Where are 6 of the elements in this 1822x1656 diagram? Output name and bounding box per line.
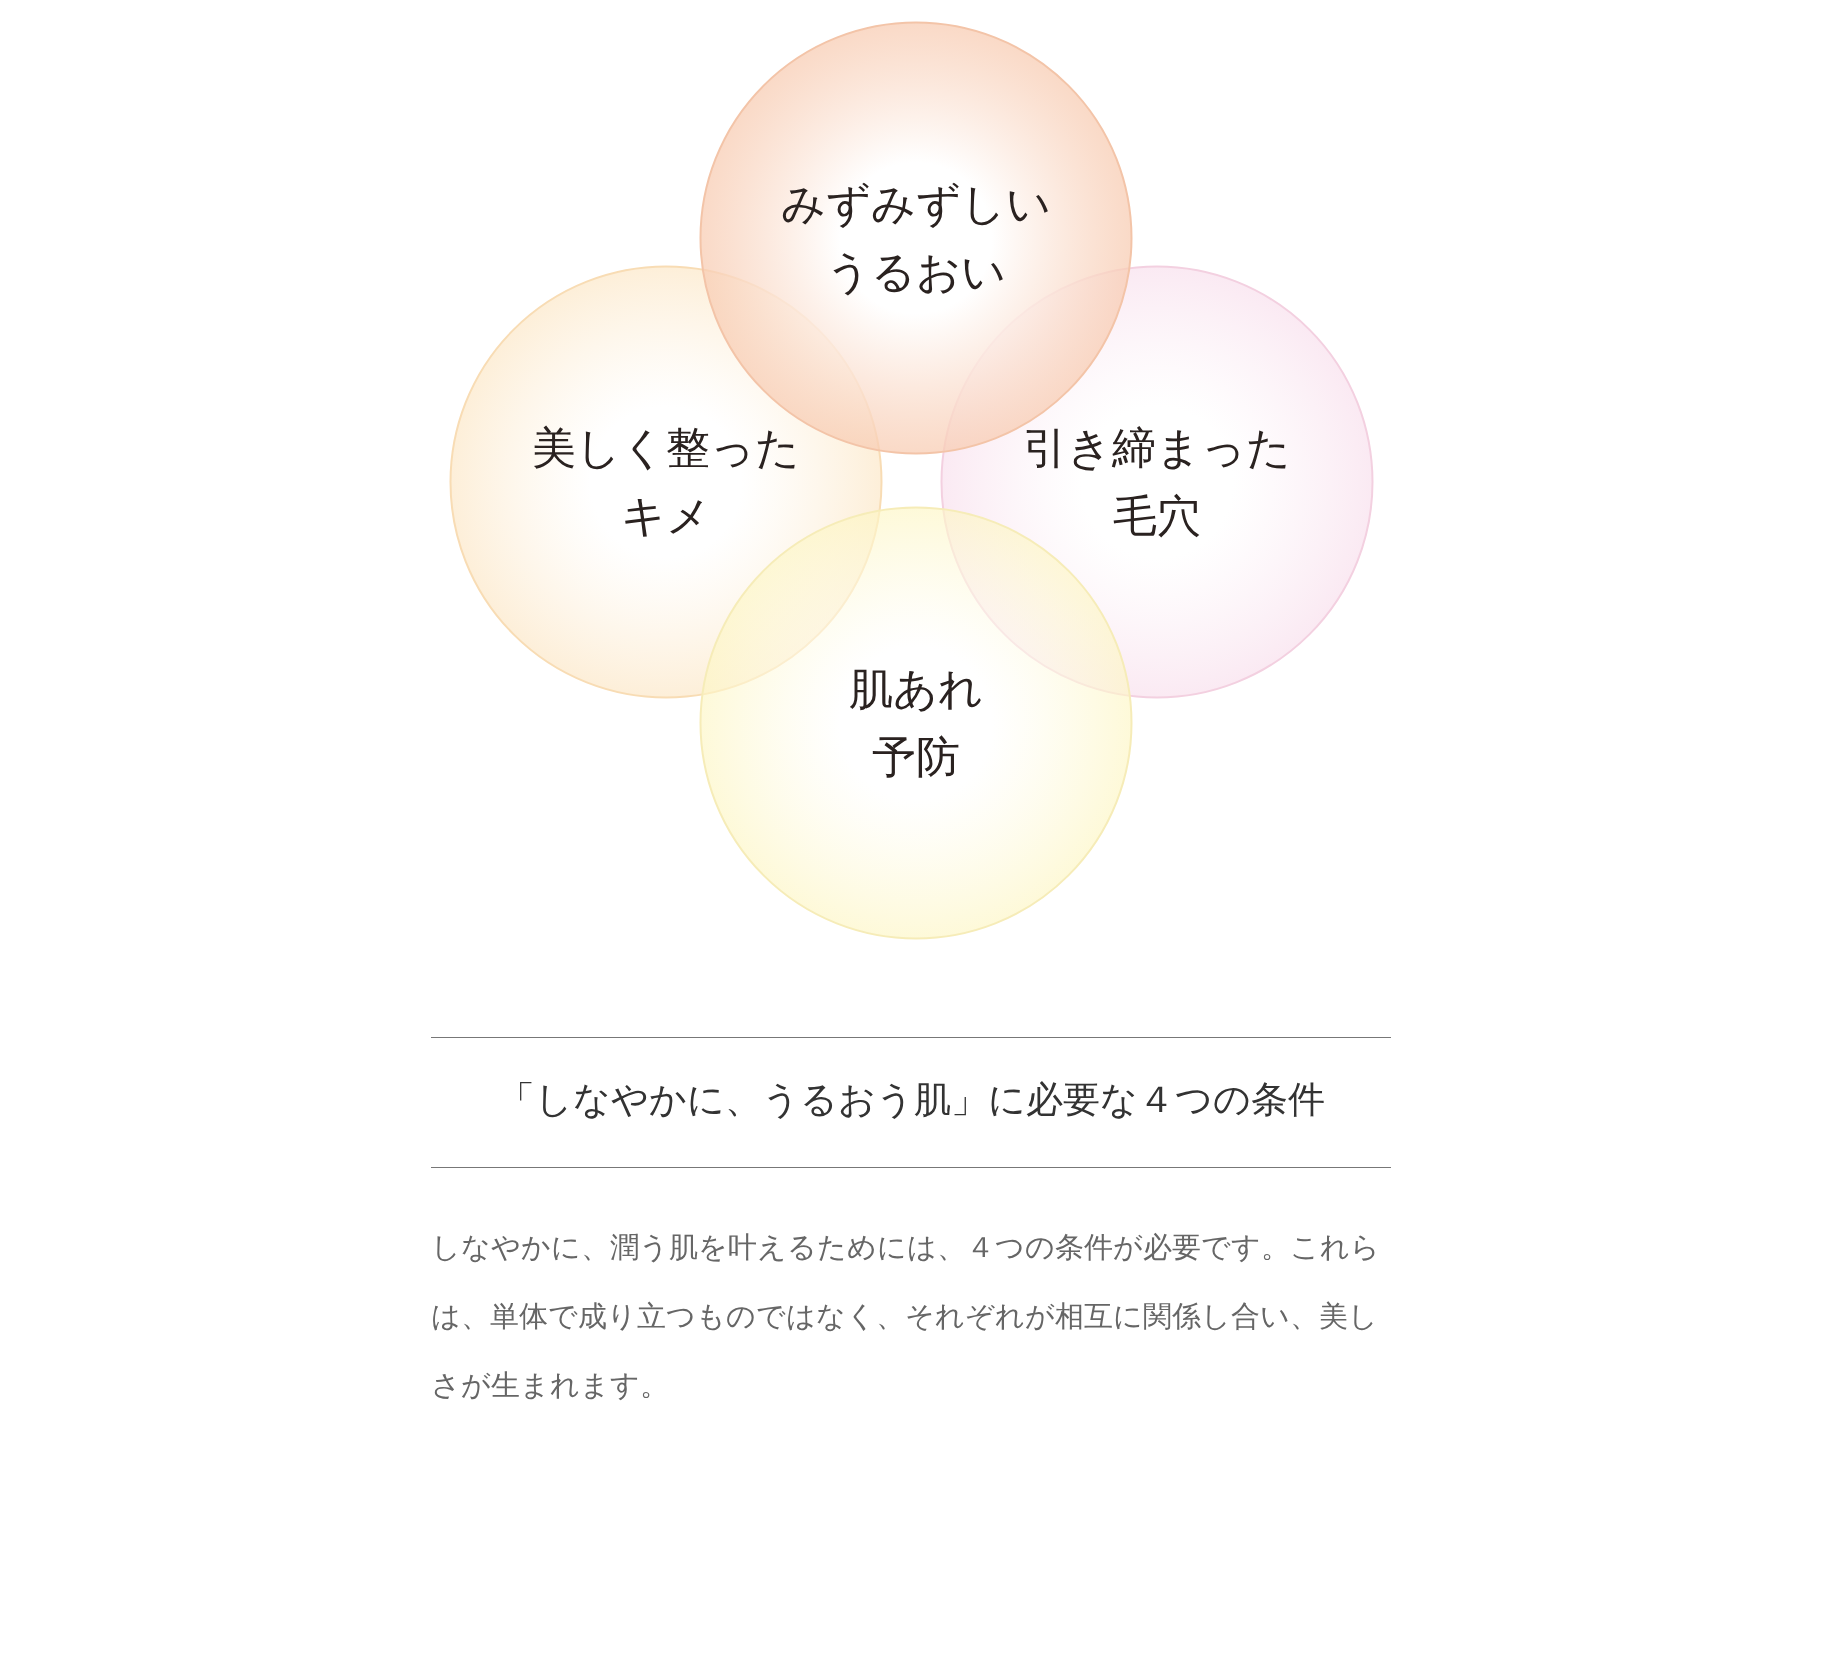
circle-label: 美しく整ったキメ [531,421,801,543]
heading: 「しなやかに、うるおう肌」に必要な４つの条件 [496,1077,1326,1123]
body-paragraph: しなやかに、潤う肌を叶えるためには、４つの条件が必要です。これらは、単体で成り立つものではなく、それぞれが相互に関係し合い、美しさが生まれます。 [431,1229,1381,1404]
circle-label: 引き締まった毛穴 [1022,421,1292,543]
circle-label: みずみずしいうるおい [780,177,1052,299]
circle-label: 肌あれ予防 [848,662,984,784]
